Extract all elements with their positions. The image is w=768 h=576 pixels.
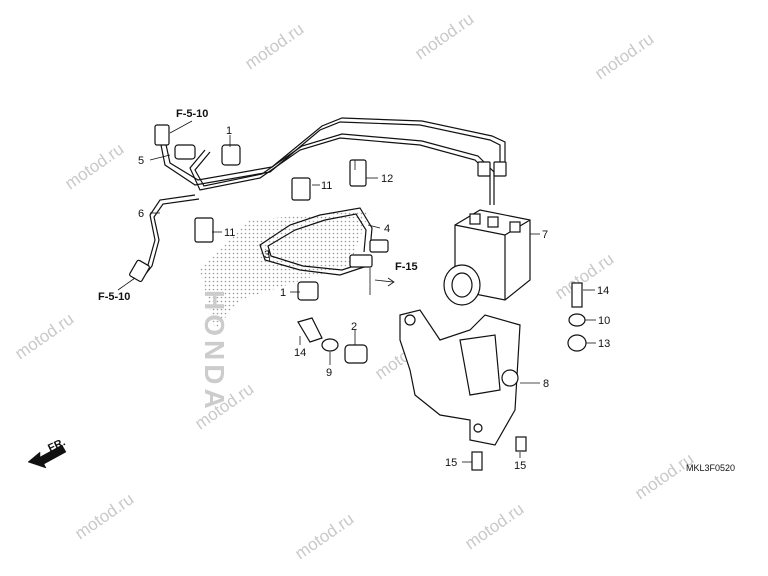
pipe-clamp-12: [349, 159, 367, 187]
abs-modulator: [443, 209, 531, 306]
drawing-code: MKL3F0520: [686, 463, 735, 473]
watermark-layer: motod.ru motod.ru motod.ru motod.ru moto…: [11, 9, 697, 563]
bolt-15a: [471, 451, 483, 471]
watermark: motod.ru: [11, 309, 77, 363]
watermark: motod.ru: [61, 139, 127, 193]
callout-12: 12: [381, 173, 393, 185]
collar-2: [344, 344, 368, 364]
ref-label-f510-bottom: F-5-10: [98, 291, 130, 303]
callout-11: 11: [224, 227, 235, 239]
ref-label-f15: F-15: [395, 261, 418, 273]
bolt-14a: [297, 317, 323, 343]
bolt-14b: [571, 282, 583, 308]
pipe-clamp-1a: [221, 144, 241, 166]
callout-11: 11: [321, 180, 332, 192]
callout-8: 8: [543, 378, 549, 390]
callout-15: 15: [514, 460, 526, 472]
callout-3: 3: [264, 249, 270, 261]
callout-2: 2: [351, 321, 357, 333]
reference-labels: F-5-10 F-5-10 F-15: [98, 108, 418, 303]
pipe-clamp-11a: [291, 177, 311, 201]
grommet-1b: [297, 281, 319, 301]
watermark: motod.ru: [631, 449, 697, 503]
callout-4: 4: [384, 223, 390, 235]
grommet-13: [567, 334, 587, 352]
watermark: motod.ru: [461, 499, 527, 553]
callout-15: 15: [445, 457, 457, 469]
callout-1: 1: [280, 287, 286, 299]
watermark: motod.ru: [411, 9, 477, 63]
callout-14: 14: [597, 285, 609, 297]
callout-7: 7: [542, 229, 548, 241]
brand-mark-text: HONDA: [199, 290, 230, 413]
abs-bracket: [399, 309, 521, 446]
pipe-clamp-11b: [194, 217, 214, 243]
collar-10: [568, 313, 586, 327]
callout-10: 10: [598, 315, 610, 327]
brand-logo: HONDA: [199, 210, 370, 413]
watermark: motod.ru: [71, 489, 137, 543]
front-direction-indicator: FR.: [27, 436, 67, 469]
callout-1: 1: [226, 125, 232, 137]
callout-6: 6: [138, 208, 144, 220]
watermark: motod.ru: [241, 19, 307, 73]
fittings: [129, 124, 507, 301]
front-arrow-icon: [27, 444, 67, 469]
callout-5: 5: [138, 155, 144, 167]
callout-14: 14: [294, 347, 306, 359]
washer-9: [321, 338, 339, 352]
callout-13: 13: [598, 338, 610, 350]
ref-label-f510-top: F-5-10: [176, 108, 208, 120]
callout-9: 9: [326, 367, 332, 379]
watermark: motod.ru: [591, 29, 657, 83]
leader-lines: [149, 135, 596, 463]
callouts: 1 5 6 11 11 12 4 3 1 7 14 10 13 8 2 9 14…: [138, 125, 610, 472]
bolt-15b: [515, 436, 527, 452]
watermark: motod.ru: [291, 509, 357, 563]
hardware: [297, 282, 587, 471]
